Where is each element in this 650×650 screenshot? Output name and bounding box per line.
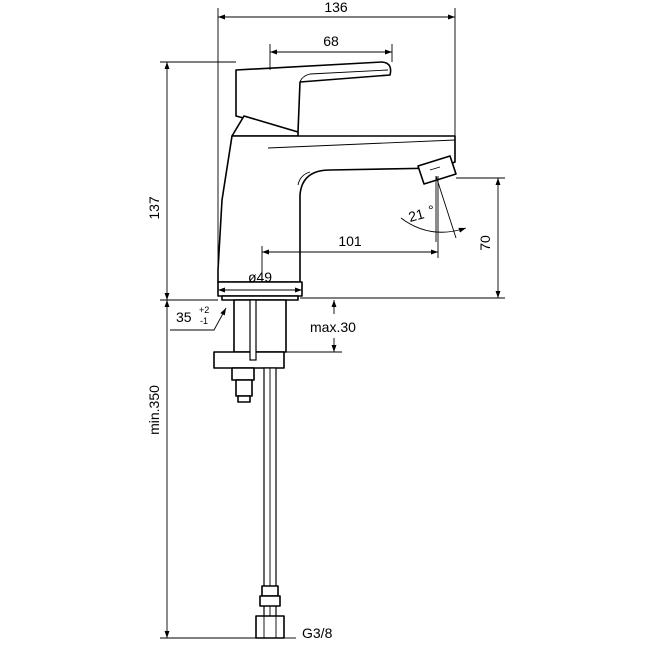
- lever-handle-edge: [299, 69, 389, 83]
- dim-label-thread: G3/8: [302, 625, 333, 641]
- dim-base-diameter: ø49: [218, 269, 302, 293]
- dim-spout-height: 70: [300, 177, 505, 299]
- aerator: [417, 155, 457, 185]
- dim-label-mount-tol-minus: -1: [200, 316, 208, 326]
- spout-top-line: [267, 139, 456, 149]
- dim-handle-length: 68: [269, 33, 393, 70]
- dim-spout-reach: 101: [261, 176, 439, 282]
- dim-label-spout-reach: 101: [338, 233, 362, 249]
- threaded-shank: [233, 299, 287, 353]
- aerator-ring: [429, 166, 441, 171]
- body-inner-curve: [297, 171, 311, 186]
- dim-label-handle-length: 68: [323, 33, 339, 49]
- dim-label-max-deck: max.30: [310, 319, 356, 335]
- hose-connector-top: [261, 585, 279, 597]
- dim-thread: G3/8: [284, 625, 333, 641]
- mounting-plate: [213, 351, 285, 369]
- bolt-end: [237, 395, 251, 403]
- mounting-assembly: [213, 299, 287, 639]
- dim-label-mount-angle: 35: [176, 309, 192, 325]
- dim-label-mount-tol-plus: +2: [199, 305, 209, 315]
- dim-spout-angle: 21 °: [400, 175, 467, 242]
- hose-connector-bottom: [259, 595, 281, 607]
- dim-overall-height: 137: [146, 61, 236, 301]
- dim-label-spout-angle-unit: °: [428, 202, 434, 218]
- dim-mount-hole: 35 +2 -1: [170, 305, 227, 331]
- dim-overall-width: 136: [217, 0, 456, 282]
- fixing-bolt: [235, 379, 253, 397]
- faucet-body: [217, 61, 457, 301]
- dim-label-overall-height: 137: [146, 196, 162, 220]
- g38-nut-lines: [263, 616, 277, 638]
- dim-label-overall-width: 136: [324, 0, 348, 15]
- dim-label-base-diameter: ø49: [248, 269, 272, 285]
- dim-min-hose: min.350: [146, 300, 256, 639]
- hose-left: [249, 299, 257, 361]
- fixing-nut: [231, 367, 255, 381]
- dim-max-deck: max.30: [284, 300, 356, 353]
- dim-label-spout-angle: 21: [407, 205, 426, 225]
- dim-label-min-hose: min.350: [146, 385, 162, 435]
- g38-nut: [255, 615, 285, 639]
- dim-label-spout-height: 70: [477, 235, 493, 251]
